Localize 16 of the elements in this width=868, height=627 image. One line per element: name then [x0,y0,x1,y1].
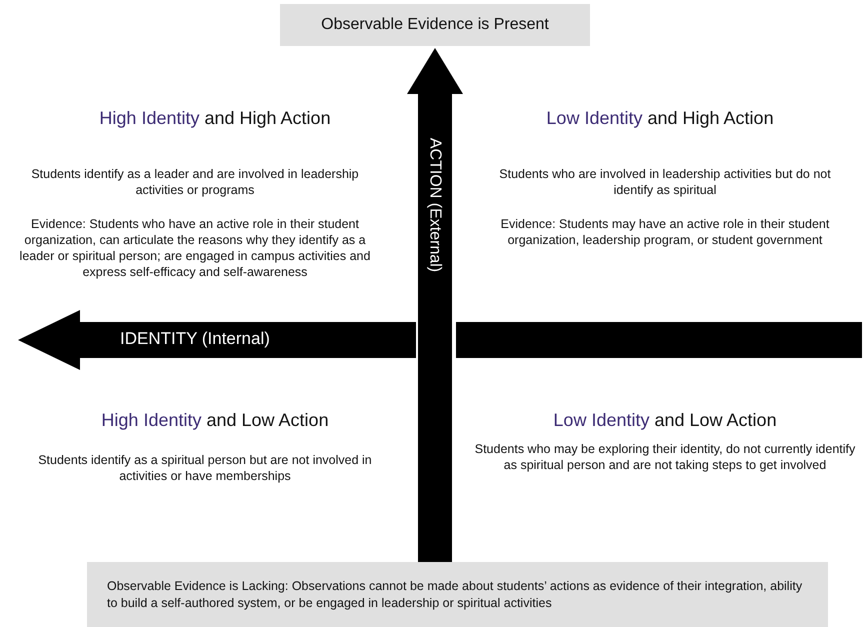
quadrant-evidence: Evidence: Students may have an active role in their student organization, leadership program, or student government [500,216,830,248]
quadrant-heading: Low Identity and Low Action [552,410,778,431]
box-text: Observable Evidence is Lacking: Observations cannot be made about students’ actions as evidence of their integration, ability to build a self-authored system, or be engaged in leadership or spiritual activities [107,578,804,611]
quadrant-evidence: Evidence: Students who have an active role in their student organization, can articulate the reasons why they identify as a leader or spiritual person; are engaged in campus activities and express self-efficacy and self-awareness [18,216,372,280]
quadrant-heading: High Identity and High Action [98,108,332,129]
edge-label: ACTION (External) [426,138,444,272]
quadrant-description: Students who are involved in leadership activities but do not identify as spiritual [498,166,832,198]
quadrant-heading: High Identity and Low Action [100,410,330,431]
evidence-lacking-box [87,562,828,627]
quadrant-description: Students identify as a leader and are involved in leadership activities or programs [30,166,360,198]
quadrant-description: Students identify as a spiritual person but are not involved in activities or have memberships [37,452,373,484]
evidence-present-box [280,4,590,46]
box-text: Observable Evidence is Present [320,14,550,35]
quadrant-description: Students who may be exploring their identity, do not currently identify as spiritual person and are not taking steps to get involved [474,441,856,473]
axis-label: IDENTITY (Internal) [120,329,270,349]
quadrant-heading: Low Identity and High Action [545,108,775,129]
